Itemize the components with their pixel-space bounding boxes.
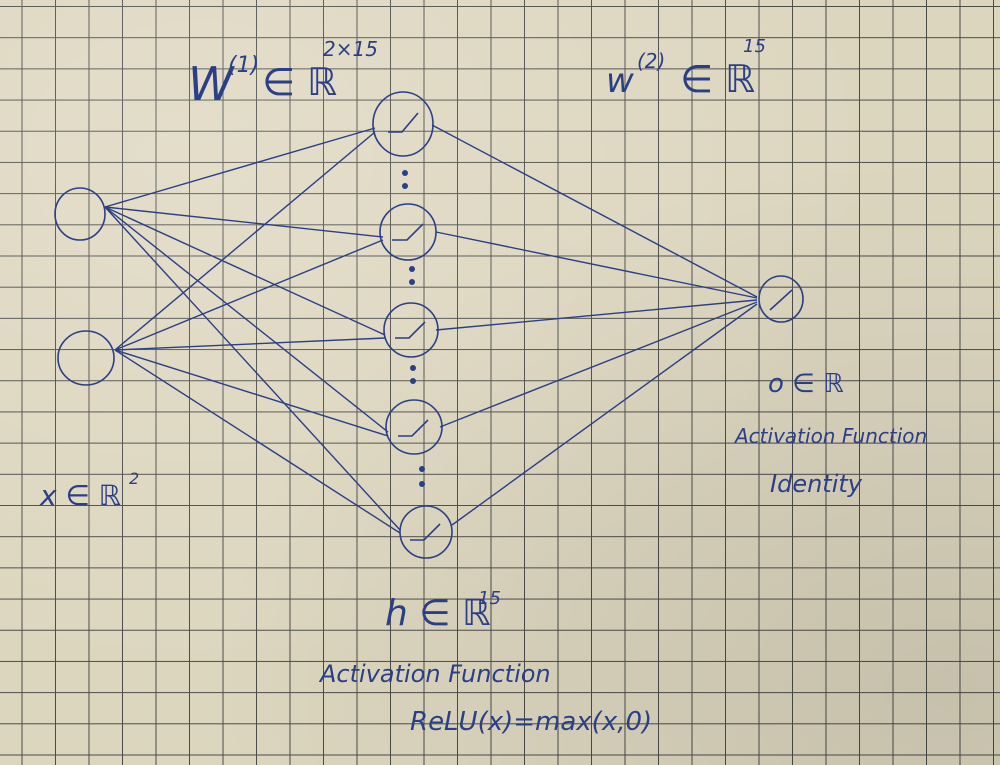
output-node	[758, 275, 804, 323]
relu-icon	[388, 112, 419, 133]
hidden-node-5	[399, 505, 453, 559]
ellipsis-dot	[410, 365, 416, 371]
relu-icon	[395, 321, 426, 339]
ellipsis-dot	[402, 183, 408, 189]
hidden-node-1	[372, 91, 434, 157]
w1-label: W	[188, 57, 235, 111]
hidden-node-2	[379, 203, 437, 261]
output-activation-title: Activation Function	[733, 424, 927, 448]
hidden-node-3	[383, 302, 439, 358]
edge-x1-h5	[104, 206, 401, 531]
hidden-activation-formula: ReLU(x)=max(x,0)	[410, 707, 652, 737]
identity-icon	[769, 289, 793, 311]
hidden-dimension: 15	[478, 588, 501, 609]
w1-dimension: 2×15	[323, 37, 378, 61]
edge-x2-h3	[114, 337, 386, 351]
relu-icon	[398, 419, 429, 437]
edge-x2-h2	[114, 239, 384, 351]
hidden-activation-title: Activation Function	[318, 660, 551, 688]
edge-h3-o	[435, 299, 758, 331]
edge-h2-o	[435, 231, 758, 299]
w1-set-symbol: ∈ ℝ	[262, 60, 337, 104]
connection-lines	[104, 124, 758, 534]
w2-superscript: (2)	[637, 49, 665, 73]
input-space-label: x ∈ ℝ	[39, 479, 121, 512]
edge-x2-h5	[114, 349, 401, 534]
edge-x2-h1	[114, 131, 376, 351]
w2-set-symbol: ∈ ℝ	[680, 57, 755, 101]
output-activation-name: Identity	[770, 470, 863, 498]
ellipsis-dot	[419, 466, 425, 472]
hidden-space-label: h ∈ ℝ	[385, 593, 491, 634]
input-node-2	[57, 330, 115, 386]
edge-x1-h3	[104, 206, 386, 336]
w1-superscript: (1)	[228, 53, 259, 78]
w2-label: w	[606, 61, 634, 101]
input-node-1	[54, 187, 106, 241]
ellipsis-dot	[402, 170, 408, 176]
ellipsis-dot	[419, 481, 425, 487]
edge-x1-h2	[104, 206, 384, 238]
ellipsis-dot	[410, 378, 416, 384]
w2-dimension: 15	[743, 36, 766, 57]
hidden-node-4	[385, 399, 443, 455]
output-space-label: o ∈ ℝ	[768, 369, 844, 399]
edge-h4-o	[439, 301, 758, 428]
relu-icon	[410, 523, 441, 541]
edge-h5-o	[451, 303, 758, 526]
relu-icon	[392, 223, 424, 241]
edge-x1-h1	[104, 127, 376, 208]
edge-x2-h4	[114, 349, 389, 437]
edge-x1-h4	[104, 206, 389, 433]
ellipsis-dot	[409, 279, 415, 285]
edge-h1-o	[431, 124, 758, 298]
ellipsis-dots	[402, 170, 425, 487]
ellipsis-dot	[409, 266, 415, 272]
input-dimension: 2	[129, 469, 139, 488]
